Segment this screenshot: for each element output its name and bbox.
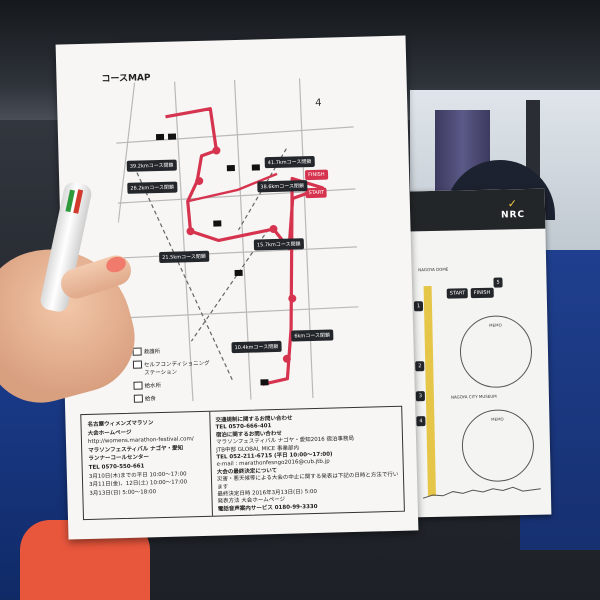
legend-self-conditioning: セルフコンディショニングステーション: [144, 359, 214, 377]
museum-caption: NAGOYA CITY MUSEUM: [450, 393, 497, 400]
split-label: 38.6kmコース閉鎖: [257, 180, 308, 193]
nrc-course-sheet: ✓ NRC NAGOYA DOME START FINISH 1 2 3 4 5…: [406, 188, 552, 518]
nrc-checkpoint: 5: [493, 277, 503, 288]
nrc-brand-text: NRC: [500, 210, 526, 221]
legend-first-aid: 救護所: [144, 346, 214, 355]
memo-circle: MEMO: [459, 314, 533, 389]
map-legend: 救護所 セルフコンディショニングステーション 給水所 給食: [131, 341, 215, 408]
memo-label: MEMO: [491, 416, 504, 422]
split-label: 6kmコース閉鎖: [291, 329, 334, 342]
legend-water: 給水所: [144, 380, 214, 389]
swoosh-icon: ✓: [507, 197, 519, 211]
split-label: 10.4kmコース閉鎖: [231, 340, 282, 354]
finish-chip: FINISH: [304, 169, 328, 181]
contact-info-box: 名古屋ウィメンズマラソン 大会ホームページ http://womens.mara…: [80, 405, 405, 521]
split-label: 21.5kmコース閉鎖: [159, 250, 209, 264]
nrc-logo: ✓ NRC: [500, 197, 526, 221]
contact-info-left: 名古屋ウィメンズマラソン 大会ホームページ http://womens.mara…: [87, 418, 209, 498]
contact-info-right: 交通規制に関するお問い合わせ TEL 0570-666-401 宿泊に関するお問…: [215, 413, 399, 514]
nrc-start-chip: START: [446, 288, 469, 299]
course-map-sheet: コースMAP: [55, 35, 419, 540]
elevation-profile: [422, 486, 541, 499]
north-marker: 4: [315, 97, 322, 109]
pen-clip-red: [73, 189, 84, 214]
course-map: 4 FINISH START 41.7kmコース閉鎖 39.2kmコース閉鎖 3…: [115, 77, 361, 403]
info-divider: [209, 411, 213, 516]
nrc-checkpoint: 4: [416, 416, 426, 427]
nrc-checkpoint: 2: [415, 361, 425, 372]
memo-label: MEMO: [489, 322, 502, 328]
memo-circle: MEMO: [461, 408, 535, 483]
legend-food: 給食: [145, 393, 215, 402]
nrc-header-band: ✓ NRC: [406, 188, 546, 232]
split-label: 15.7kmコース閉鎖: [253, 238, 304, 251]
split-label: 39.2kmコース閉鎖: [126, 159, 177, 172]
split-label: 26.2kmコース閉鎖: [127, 181, 178, 194]
nrc-checkpoint: 3: [415, 391, 426, 402]
dome-caption: NAGOYA DOME: [418, 266, 449, 273]
nrc-course-line: [423, 285, 436, 497]
nrc-finish-chip: FINISH: [470, 287, 494, 299]
split-label: 41.7kmコース閉鎖: [264, 155, 315, 169]
start-chip: START: [305, 187, 328, 199]
nrc-checkpoint: 1: [413, 301, 424, 312]
